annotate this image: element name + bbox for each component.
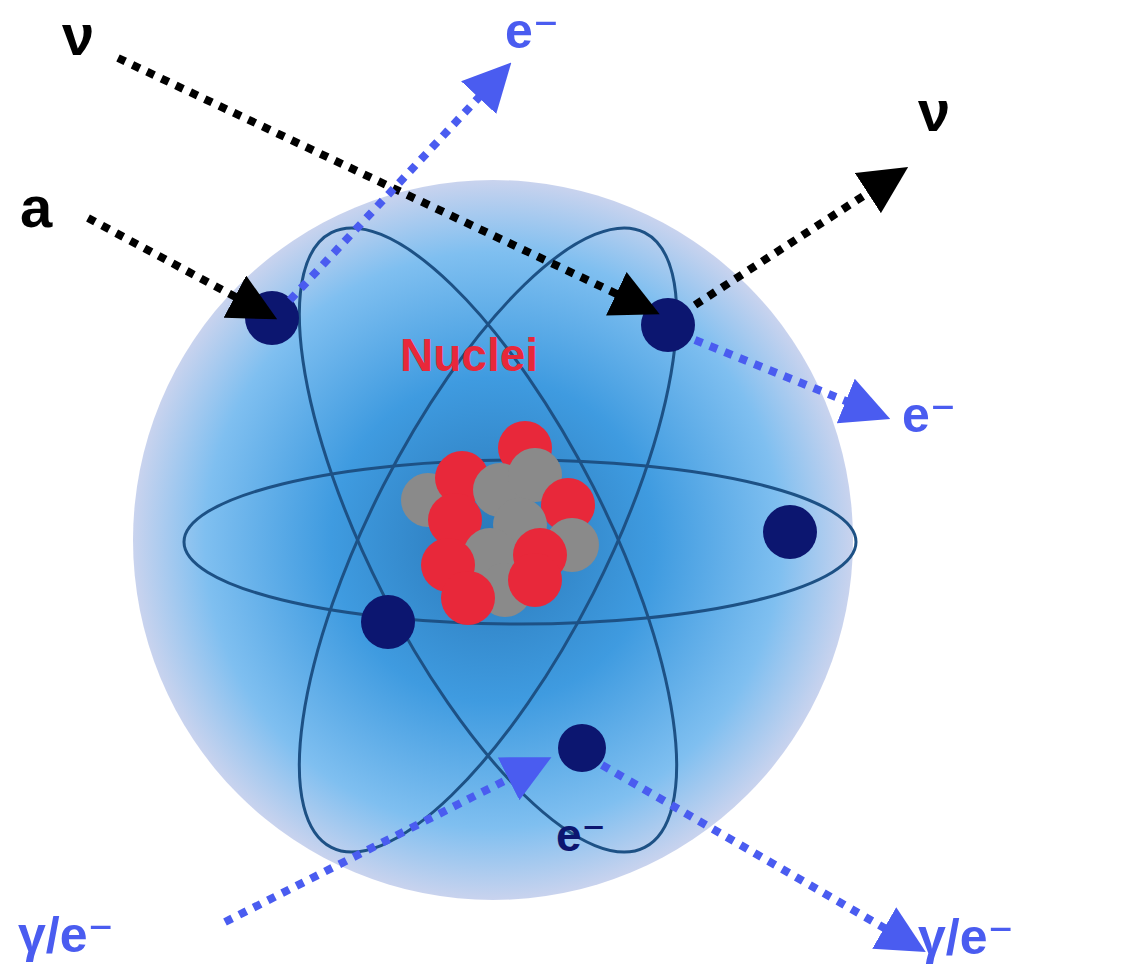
nucleus: [401, 421, 599, 625]
particle-symbol: γ/e⁻: [18, 910, 114, 960]
particle-symbol: e⁻: [505, 6, 559, 56]
particle-symbol: ν: [918, 82, 950, 140]
particle-symbol: a: [20, 178, 52, 236]
part-name: Nuclei: [400, 332, 538, 378]
particle-symbol: ν: [62, 6, 94, 64]
atom-sphere: [133, 180, 853, 900]
electrons: [245, 291, 817, 772]
particle-symbol: e⁻: [556, 812, 606, 858]
orbits: [184, 179, 856, 901]
particle-tracks: [88, 58, 905, 940]
particle-symbol: γ/e⁻: [918, 912, 1014, 962]
particle-symbol: e⁻: [902, 390, 956, 440]
